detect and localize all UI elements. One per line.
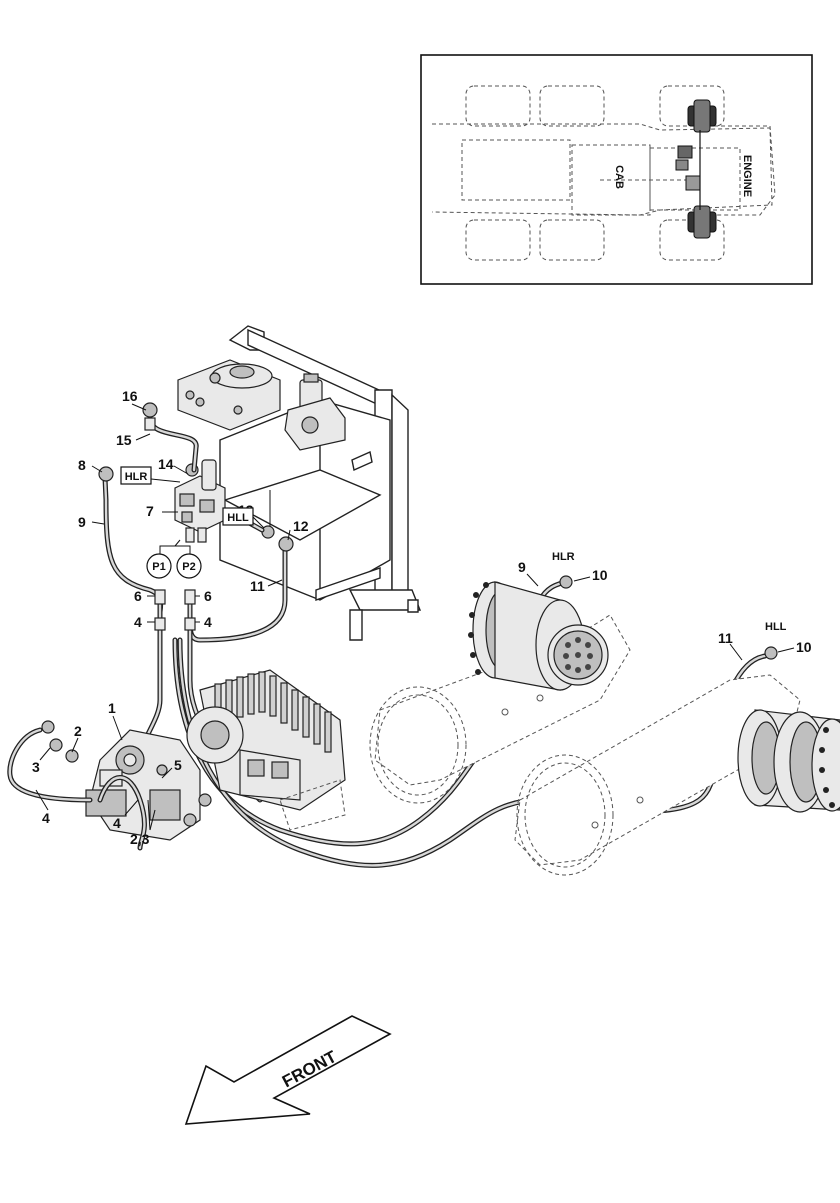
callout-16: 16 [122,388,138,404]
tag-hll-box: HLL [222,507,254,526]
tag-hlr-motor: HLR [552,551,575,563]
svg-text:P2: P2 [182,561,195,573]
tag-hll-motor: HLL [765,621,787,633]
callout-4-left: 4 [134,614,142,630]
pump-engine-assembly [85,669,346,841]
callout-3: 3 [32,759,40,775]
callout-6-right: 6 [204,588,212,604]
inset-engine-label: ENGINE [741,155,753,197]
inset-wheel-motor-top [687,99,717,133]
callout-8: 8 [78,457,86,473]
svg-text:P1: P1 [152,561,165,573]
hose-15 [142,402,199,473]
callout-9-left: 9 [78,514,86,530]
callout-12: 12 [293,518,309,534]
callout-labels: 16 15 8 14 7 9 13 12 11 6 6 4 4 1 2 3 5 … [32,388,812,847]
boxed-tags: HLR HLL P1 P2 HLR HLL [120,466,787,633]
locator-inset: CAB ENGINE [420,54,813,285]
wheel-motor-hll [737,709,840,813]
callout-6-left: 6 [134,588,142,604]
callout-2-3: 2,3 [130,831,150,847]
hydraulic-tank-assembly [177,325,422,641]
fitting-10-hll [764,646,778,660]
callout-5: 5 [174,757,182,773]
callout-15: 15 [116,432,132,448]
callout-11-left: 11 [250,578,265,594]
valve-block [174,459,226,543]
callout-4-right: 4 [204,614,212,630]
svg-text:HLR: HLR [125,471,148,483]
callout-10-hll: 10 [796,639,812,655]
wheel-motor-hlr [468,581,609,691]
callout-9-right: 9 [518,559,526,575]
callout-10-hlr: 10 [592,567,608,583]
callout-11-right: 11 [718,630,733,646]
tag-p2: P2 [176,553,202,579]
callout-2: 2 [74,723,82,739]
fitting-10-hlr [559,575,573,589]
svg-text:HLL: HLL [227,512,249,524]
callout-1: 1 [108,700,116,716]
callout-4-loop: 4 [42,810,50,826]
tag-hlr-box: HLR [120,466,152,485]
callout-4-pump: 4 [113,815,121,831]
inset-wheel-motor-bottom [687,205,717,239]
callout-14: 14 [158,456,174,472]
inset-cab-label: CAB [613,165,625,189]
tag-p1: P1 [146,553,172,579]
front-arrow: FRONT [184,1015,392,1125]
callout-7: 7 [146,503,154,519]
hose-4-loop [7,720,147,851]
